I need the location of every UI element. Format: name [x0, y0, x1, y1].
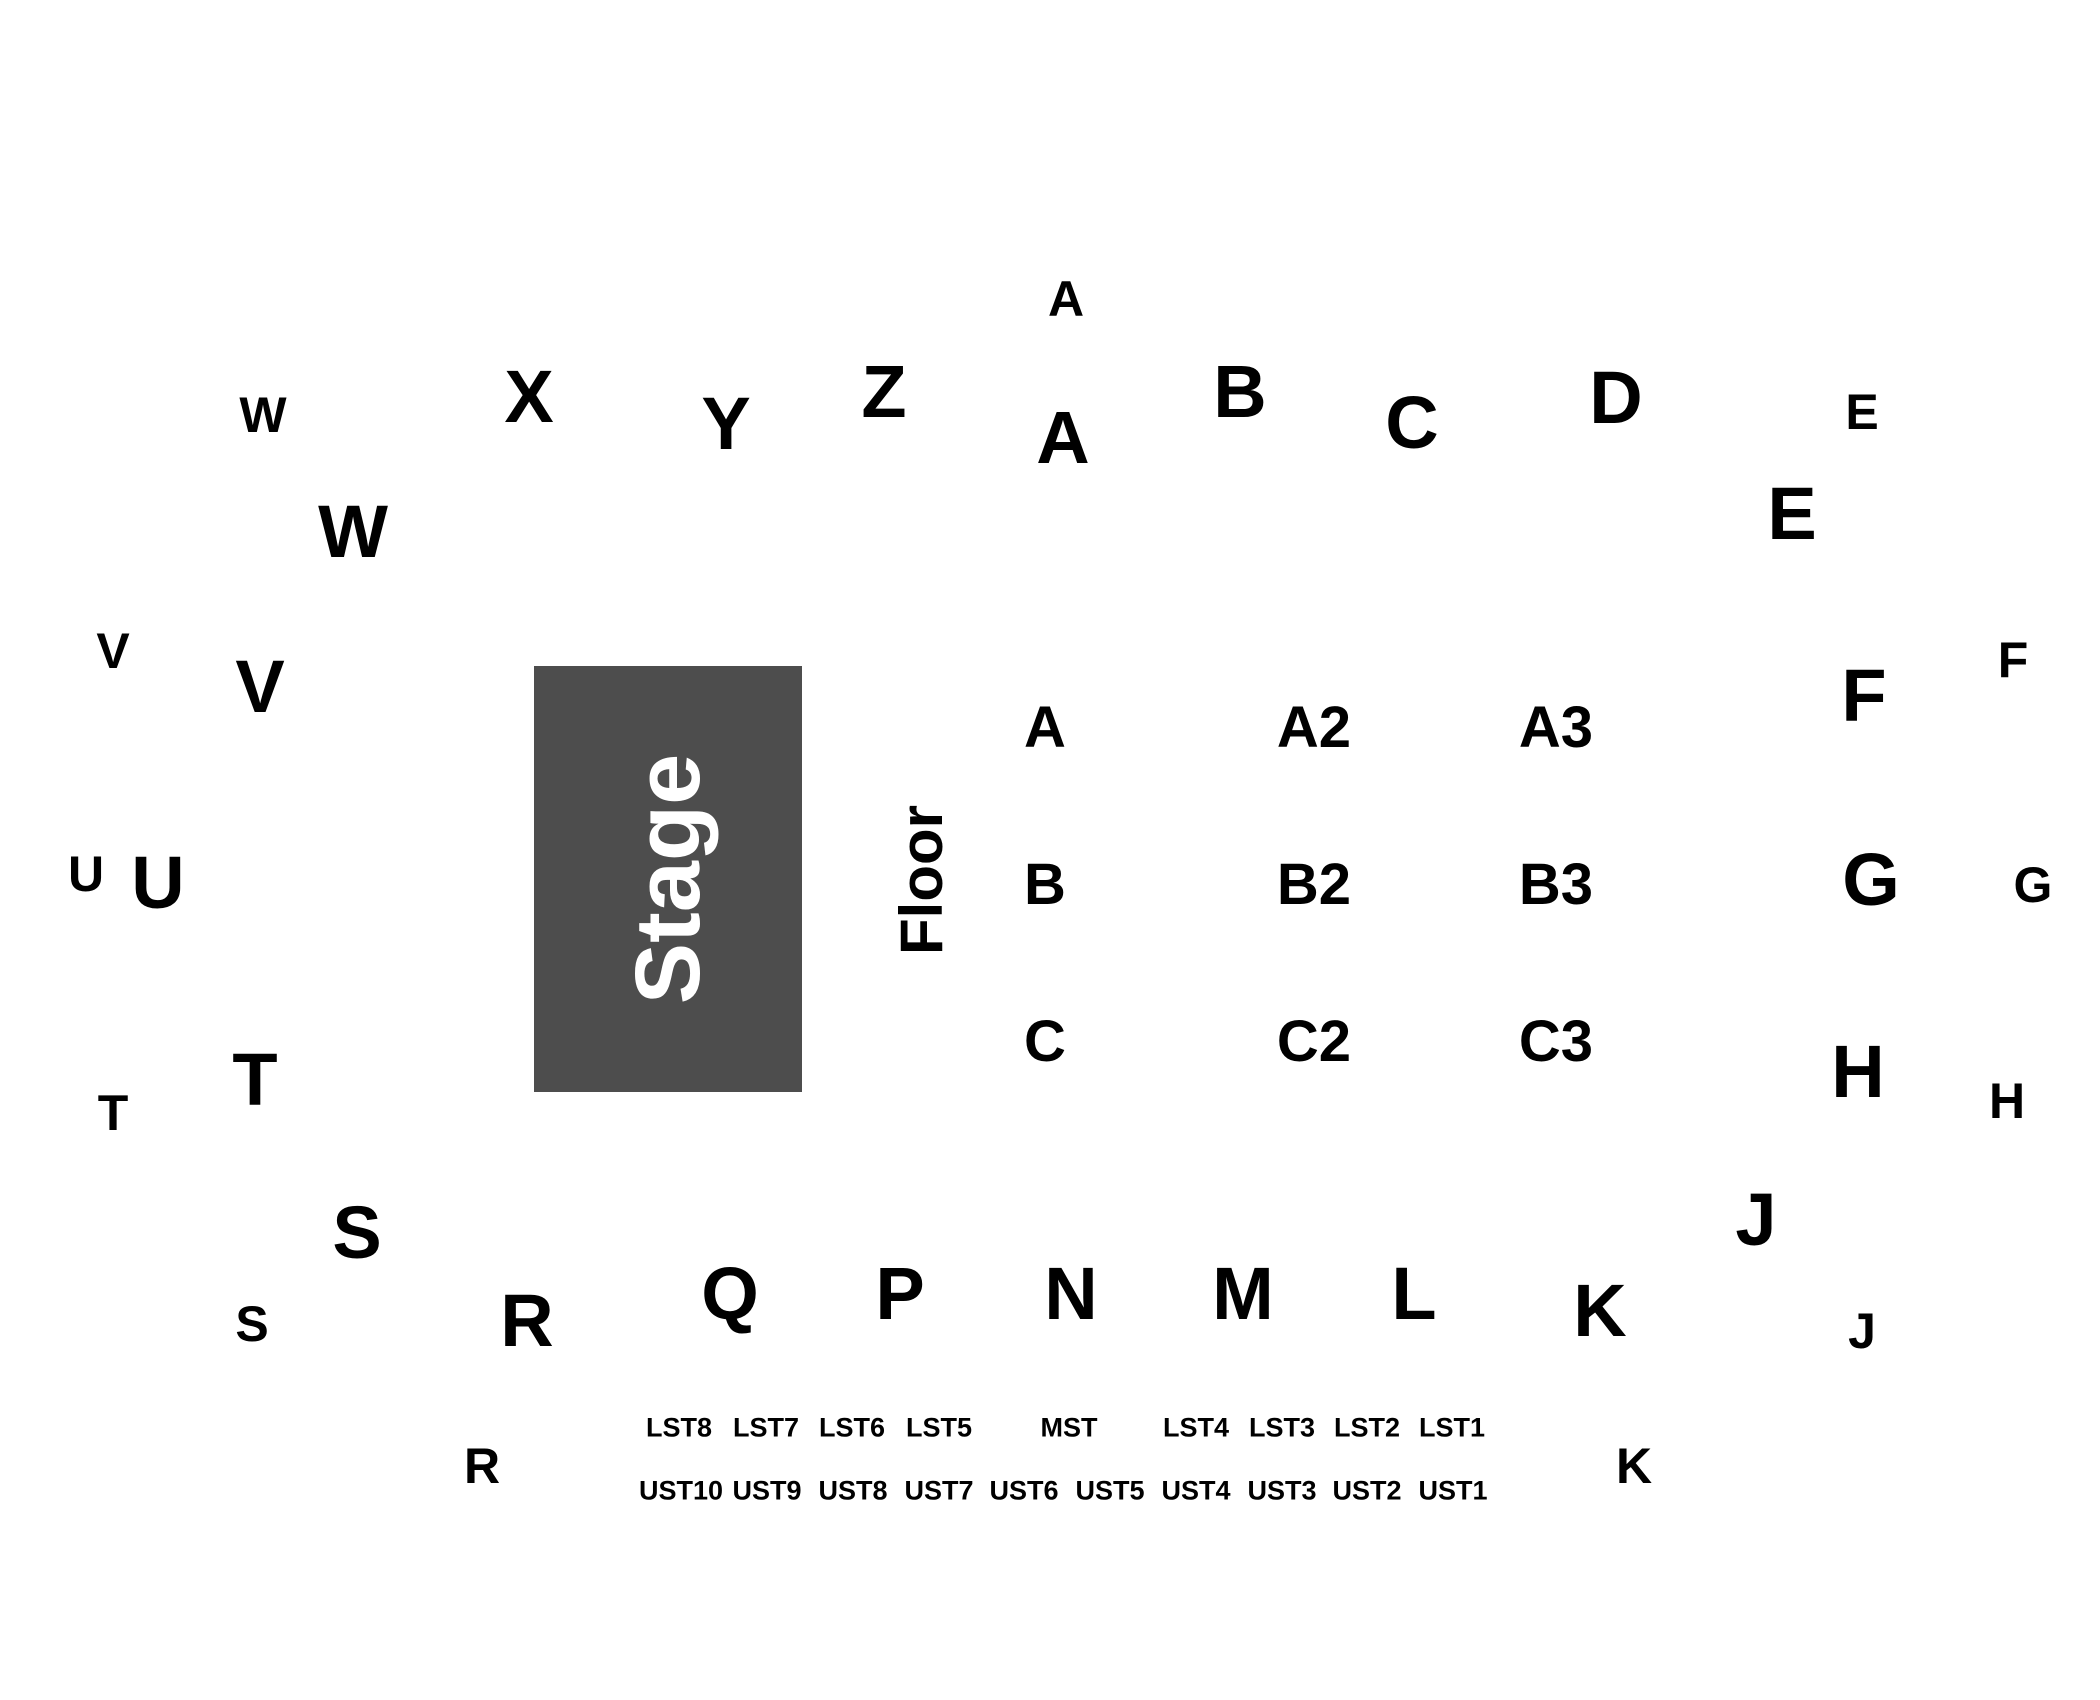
stand-ust7[interactable]: UST7 — [904, 1475, 974, 1506]
section-z[interactable]: Z — [861, 350, 907, 433]
stage: Stage — [534, 666, 802, 1092]
stand-ust2[interactable]: UST2 — [1332, 1475, 1402, 1506]
section-q[interactable]: Q — [701, 1252, 759, 1335]
stand-lst6[interactable]: LST6 — [818, 1412, 886, 1443]
stand-mst[interactable]: MST — [1040, 1412, 1098, 1443]
floor-section-c2[interactable]: C2 — [1276, 1009, 1352, 1074]
floor-section-a[interactable]: A — [1024, 695, 1066, 760]
stand-ust9[interactable]: UST9 — [732, 1475, 802, 1506]
stand-ust6[interactable]: UST6 — [989, 1475, 1059, 1506]
section-a[interactable]: A — [1036, 396, 1090, 479]
section-l[interactable]: L — [1391, 1252, 1437, 1335]
section-y[interactable]: Y — [701, 382, 751, 465]
section-h[interactable]: H — [1831, 1030, 1885, 1113]
section-m[interactable]: M — [1212, 1252, 1274, 1335]
floor-section-a2[interactable]: A2 — [1276, 695, 1352, 760]
outer-section-f[interactable]: F — [1997, 632, 2029, 688]
section-u[interactable]: U — [131, 841, 185, 924]
floor-section-c[interactable]: C — [1024, 1009, 1066, 1074]
section-j[interactable]: J — [1735, 1178, 1777, 1261]
section-r[interactable]: R — [500, 1279, 554, 1362]
stage-label: Stage — [617, 753, 719, 1005]
outer-section-a[interactable]: A — [1047, 271, 1085, 327]
stand-ust10[interactable]: UST10 — [638, 1475, 724, 1506]
outer-section-j[interactable]: J — [1848, 1303, 1876, 1359]
stand-lst1[interactable]: LST1 — [1418, 1412, 1486, 1443]
outer-section-k[interactable]: K — [1615, 1438, 1653, 1494]
outer-section-t[interactable]: T — [97, 1085, 129, 1141]
section-k[interactable]: K — [1573, 1269, 1627, 1352]
stand-ust5[interactable]: UST5 — [1075, 1475, 1145, 1506]
section-c[interactable]: C — [1385, 381, 1439, 464]
floor-section-b[interactable]: B — [1024, 852, 1066, 917]
outer-section-u[interactable]: U — [67, 846, 105, 902]
section-v[interactable]: V — [235, 645, 285, 728]
stand-lst5[interactable]: LST5 — [905, 1412, 973, 1443]
outer-section-r[interactable]: R — [463, 1438, 501, 1494]
stand-ust8[interactable]: UST8 — [818, 1475, 888, 1506]
outer-section-s[interactable]: S — [235, 1296, 269, 1352]
stand-lst3[interactable]: LST3 — [1248, 1412, 1316, 1443]
floor-section-b3[interactable]: B3 — [1518, 852, 1594, 917]
section-b[interactable]: B — [1213, 350, 1267, 433]
floor-label: Floor — [888, 805, 955, 955]
section-d[interactable]: D — [1589, 356, 1643, 439]
section-x[interactable]: X — [504, 355, 554, 438]
stand-lst7[interactable]: LST7 — [732, 1412, 800, 1443]
stand-ust4[interactable]: UST4 — [1161, 1475, 1231, 1506]
outer-section-h[interactable]: H — [1988, 1073, 2026, 1129]
stand-ust1[interactable]: UST1 — [1418, 1475, 1488, 1506]
section-s[interactable]: S — [332, 1191, 382, 1274]
floor-section-c3[interactable]: C3 — [1518, 1009, 1594, 1074]
stand-lst8[interactable]: LST8 — [645, 1412, 713, 1443]
stand-ust3[interactable]: UST3 — [1247, 1475, 1317, 1506]
section-w[interactable]: W — [318, 490, 388, 573]
section-f[interactable]: F — [1841, 654, 1887, 737]
floor-section-b2[interactable]: B2 — [1276, 852, 1352, 917]
section-e[interactable]: E — [1767, 472, 1817, 555]
section-n[interactable]: N — [1044, 1252, 1098, 1335]
section-t[interactable]: T — [232, 1038, 278, 1121]
outer-section-e[interactable]: E — [1845, 384, 1879, 440]
section-p[interactable]: P — [875, 1252, 925, 1335]
floor-section-a3[interactable]: A3 — [1518, 695, 1594, 760]
section-g[interactable]: G — [1842, 838, 1900, 921]
stand-lst2[interactable]: LST2 — [1333, 1412, 1401, 1443]
outer-section-w[interactable]: W — [239, 387, 287, 443]
outer-section-g[interactable]: G — [2013, 857, 2053, 913]
outer-section-v[interactable]: V — [96, 623, 130, 679]
stand-lst4[interactable]: LST4 — [1162, 1412, 1230, 1443]
